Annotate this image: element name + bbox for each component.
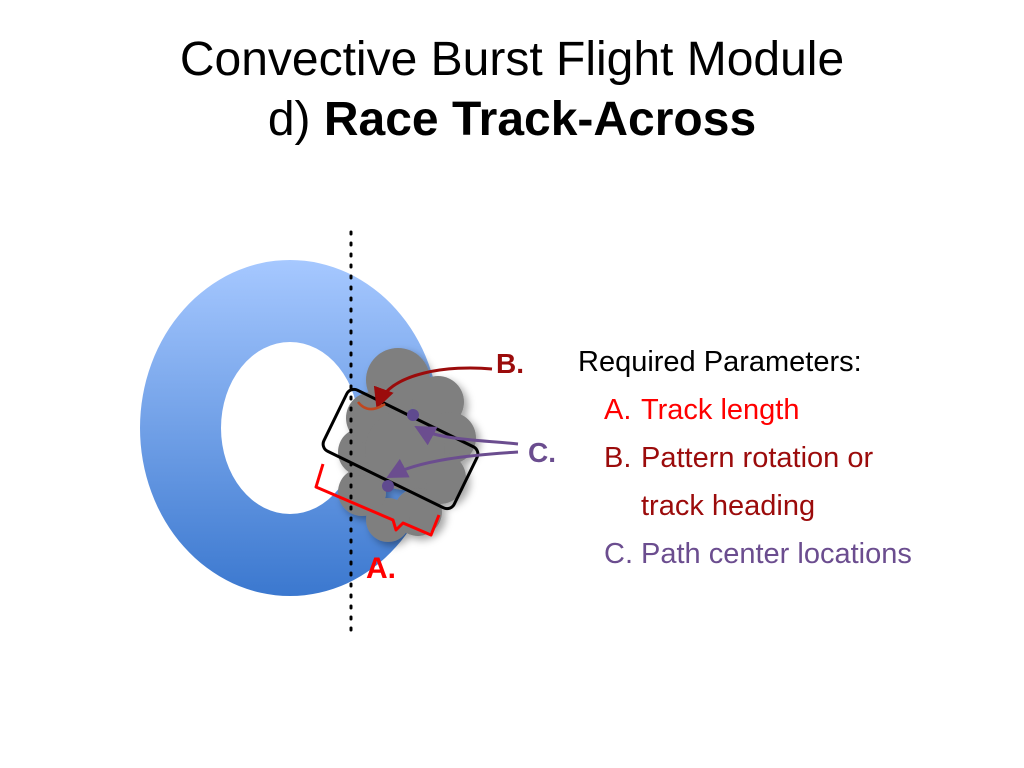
title-line-2: d) Race Track-Across	[0, 90, 1024, 150]
required-parameters: Required Parameters: A. Track length B. …	[578, 338, 991, 578]
title-bold: Race Track-Across	[323, 93, 757, 146]
parameters-heading: Required Parameters:	[578, 346, 862, 378]
path-center-point-1	[407, 409, 419, 421]
path-center-arrow-2	[386, 450, 519, 478]
path-center-point-2	[382, 480, 394, 492]
parameter-item-track-length: A. Track length	[604, 386, 991, 434]
parameter-text: Path center locations	[641, 538, 912, 570]
parameter-letter: A.	[604, 394, 632, 426]
label-c: C.	[528, 437, 556, 468]
parameter-text: Pattern rotation or track heading	[641, 442, 874, 522]
rotation-arc	[357, 401, 386, 411]
title-prefix: d)	[267, 93, 311, 146]
parameter-item-path-center: C. Path center locations	[604, 530, 991, 578]
parameters-list: A. Track length B. Pattern rotation or t…	[578, 386, 991, 578]
track-length-bracket	[314, 463, 441, 537]
parameter-letter: C.	[604, 538, 633, 570]
path-center-arrow-1	[414, 425, 519, 446]
label-a: A.	[366, 552, 396, 585]
rotation-arrow	[373, 366, 493, 409]
slide-title: Convective Burst Flight Module d) Race T…	[0, 30, 1024, 150]
parameter-letter: B.	[604, 442, 632, 474]
parameter-text: Track length	[641, 394, 800, 426]
parameter-item-rotation: B. Pattern rotation or track heading	[604, 434, 991, 530]
title-line-1: Convective Burst Flight Module	[179, 33, 845, 86]
label-b: B.	[496, 348, 524, 379]
